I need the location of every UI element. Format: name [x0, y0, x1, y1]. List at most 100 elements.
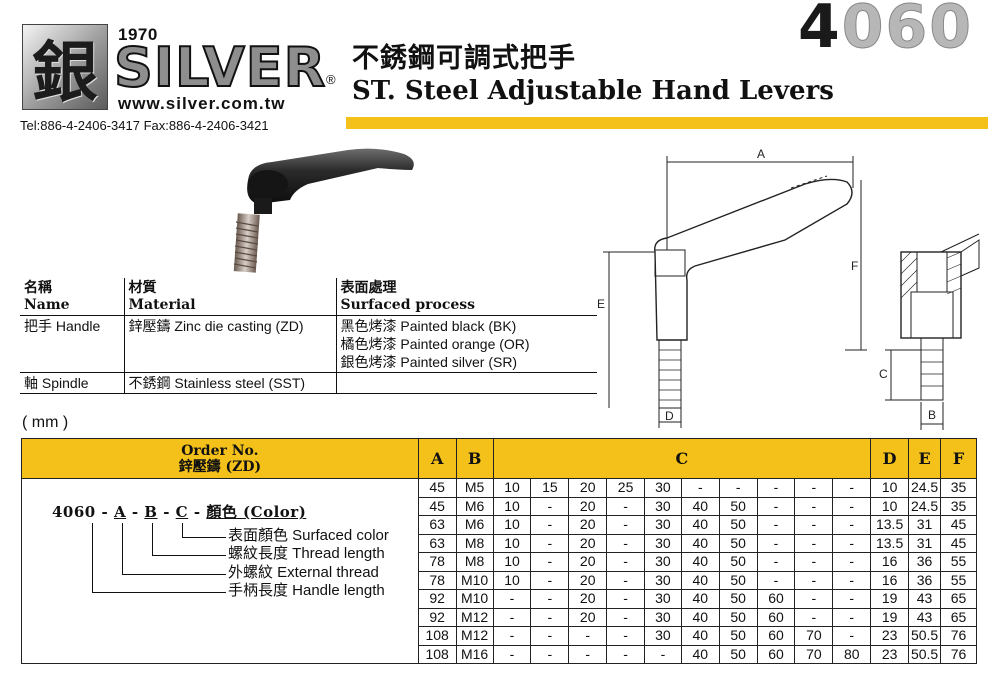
col-header-a: A: [417, 438, 457, 479]
model-number: 4060: [798, 0, 973, 59]
cell-f: 55: [940, 570, 977, 590]
website-link[interactable]: www.silver.com.tw: [118, 94, 286, 113]
cell-c: -: [756, 478, 796, 498]
screw-thread-lines: [233, 221, 259, 269]
header-material-en: Material: [128, 297, 196, 313]
cell-c: 30: [644, 589, 682, 609]
unit-label: ( mm ): [22, 414, 69, 431]
cell-d: 10: [870, 496, 910, 516]
cell-c: 50: [718, 626, 758, 646]
title-accent-bar: [346, 117, 988, 129]
title-english: ST. Steel Adjustable Hand Levers: [352, 76, 834, 106]
dim-label-a: A: [757, 147, 765, 161]
cell-a: 45: [417, 478, 457, 498]
cell-b: M8: [455, 533, 494, 553]
cell-c: -: [606, 515, 645, 535]
cell-c: 20: [568, 496, 608, 516]
cell-f: 55: [940, 552, 977, 572]
registered-mark: ®: [326, 72, 336, 87]
cell-c: -: [794, 515, 834, 535]
cell-c: 25: [606, 478, 645, 498]
cell-c: -: [832, 570, 872, 590]
cell-a: 78: [417, 570, 457, 590]
cell-b: M10: [455, 570, 494, 590]
cell-c: -: [530, 607, 570, 627]
cell-f: 45: [940, 533, 977, 553]
cell-c: 20: [568, 515, 608, 535]
cell-d: 13.5: [870, 515, 910, 535]
cell-c: -: [492, 644, 532, 664]
code-prefix: 4060 -: [52, 503, 109, 521]
cell-c: -: [492, 607, 532, 627]
legend-connector-horizontal: [92, 592, 226, 593]
code-b: B: [144, 503, 158, 521]
cell-d: 19: [870, 607, 910, 627]
cell-e: 31: [908, 533, 942, 553]
cell-c: 10: [492, 515, 532, 535]
order-no-cn: 鋅壓鑄 (ZD): [178, 458, 262, 475]
order-code-cell: 4060 - A - B - C - 顏色 (Color)表面顏色 Surfac…: [21, 478, 419, 664]
cell-c: 30: [644, 496, 682, 516]
dim-label-f: F: [851, 259, 858, 273]
cell-d: 13.5: [870, 533, 910, 553]
cell-c: -: [530, 589, 570, 609]
cell-c: -: [492, 626, 532, 646]
legend-connector-vertical: [152, 523, 153, 555]
cell-c: -: [680, 478, 720, 498]
cell-c: -: [492, 589, 532, 609]
cell-c: -: [832, 478, 872, 498]
cell-f: 65: [940, 589, 977, 609]
process-silver: 銀色烤漆 Painted silver (SR): [340, 354, 518, 370]
cell-c: 40: [680, 552, 720, 572]
cell-c: -: [756, 496, 796, 516]
cell-c: -: [756, 570, 796, 590]
header-name-en: Name: [24, 297, 70, 313]
cell-c: 40: [680, 607, 720, 627]
cell-c: 10: [492, 570, 532, 590]
cell-c: -: [606, 533, 645, 553]
cell-e: 31: [908, 515, 942, 535]
cell-a: 108: [417, 626, 457, 646]
cell-c: 70: [794, 644, 834, 664]
legend-connector-vertical: [92, 523, 93, 592]
cell-c: 60: [756, 607, 796, 627]
cell-c: 30: [644, 570, 682, 590]
code-sep: -: [193, 503, 201, 521]
cell-c: 50: [718, 552, 758, 572]
code-color: 顏色 (Color): [206, 503, 307, 521]
cell-c: -: [530, 570, 570, 590]
header-process-en: Surfaced process: [340, 297, 476, 313]
header-name-cn: 名稱: [24, 279, 52, 295]
legend-connector-horizontal: [122, 574, 226, 575]
cell-c: -: [832, 515, 872, 535]
cell-a: 108: [417, 644, 457, 664]
cell-c: 30: [644, 552, 682, 572]
legend-connector-horizontal: [152, 555, 226, 556]
material-row-handle: 把手 Handle 鋅壓鑄 Zinc die casting (ZD) 黑色烤漆…: [20, 315, 597, 373]
header-name: 名稱 Name: [20, 278, 124, 316]
dim-label-b: B: [928, 408, 936, 422]
legend-connector-vertical: [182, 523, 183, 537]
cell-d: 16: [870, 552, 910, 572]
cell-c: 60: [756, 589, 796, 609]
table-row: 4060 - A - B - C - 顏色 (Color)表面顏色 Surfac…: [21, 478, 977, 664]
cell-f: 65: [940, 607, 977, 627]
cell-a: 63: [417, 515, 457, 535]
cell-c: 40: [680, 515, 720, 535]
cell-c: -: [606, 607, 645, 627]
logo-character: 銀: [32, 33, 98, 111]
cell-c: -: [568, 644, 608, 664]
cell-c: 10: [492, 552, 532, 572]
order-code-diagram: 4060 - A - B - C - 顏色 (Color)表面顏色 Surfac…: [22, 479, 418, 663]
cell-c: -: [568, 626, 608, 646]
contact-info: Tel:886-4-2406-3417 Fax:886-4-2406-3421: [20, 118, 269, 133]
